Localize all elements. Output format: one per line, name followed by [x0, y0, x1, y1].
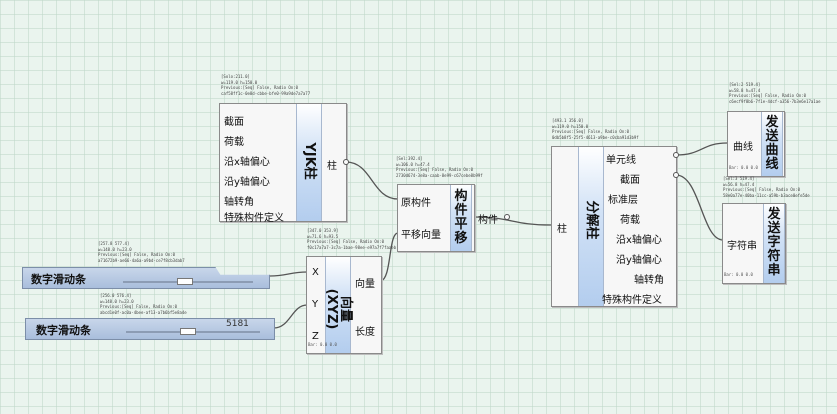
send-string-footer: Bar: 0.0 0.0: [724, 272, 753, 277]
vector-output-length[interactable]: 长度: [355, 327, 375, 338]
decompose-node-meta: [493.1 356.0] w=119.0 h=150.0 Previous:[…: [552, 118, 639, 140]
translate-title-band: 构件平移: [450, 185, 472, 251]
yjk-input-rotation[interactable]: 轴转角: [224, 197, 254, 208]
send-string-input[interactable]: 字符串: [727, 241, 757, 252]
send-curve-footer: Bar: 0.0 0.0: [729, 165, 758, 170]
slider-2-thumb[interactable]: [180, 328, 196, 335]
wire-decompose-to-sendcurve: [675, 142, 728, 156]
decompose-title: 分解柱: [584, 200, 599, 240]
slider-2-meta: [256.0 576.4] w=148.0 h=23.0 Previous:[S…: [100, 293, 187, 315]
decompose-output-load[interactable]: 荷载: [620, 215, 640, 226]
yjk-title-band: YJK柱: [296, 104, 322, 221]
send-curve-input[interactable]: 曲线: [733, 142, 753, 153]
translate-node[interactable]: 原构件 平移向量 构件平移 构件: [397, 184, 498, 252]
send-string-title-band: 发送字符串: [763, 204, 785, 283]
translate-output-member[interactable]: 构件: [478, 215, 498, 226]
vector-output-vector[interactable]: 向量: [355, 279, 375, 290]
translate-node-meta: [Sel:392.4] w=106.0 h=47.4 Previous:[Seq…: [396, 156, 483, 178]
send-string-node[interactable]: 字符串 发送字符串 Bar: 0.0 0.0: [722, 203, 786, 284]
yjk-title: YJK柱: [302, 142, 317, 180]
decompose-title-band: 分解柱: [578, 147, 604, 306]
vector-node-meta: [347.0 353.9] w=71.6 h=93.5 Previous:[Se…: [307, 228, 397, 250]
yjk-node-meta: [Solo:211.0] w=119.0 h=150.0 Previous:[S…: [221, 74, 311, 96]
vector-title: 向量 (XYZ): [324, 288, 353, 330]
vector-input-z[interactable]: Z: [312, 331, 319, 342]
vector-xyz-node[interactable]: X Y Z 向量 (XYZ) 向量 长度 Bar: 0.0 0.0: [306, 256, 382, 354]
slider-2-value: 5181: [226, 319, 249, 329]
slider-1-meta: [257.8 577.4] w=148.0 h=23.0 Previous:[S…: [98, 241, 185, 263]
number-slider-2[interactable]: 数字滑动条 5181: [25, 318, 275, 340]
yjk-input-section[interactable]: 截面: [224, 117, 244, 128]
decompose-column-node[interactable]: 柱 分解柱 单元线 截面 标准层 荷载 沿x轴偏心 沿y轴偏心 轴转角 特殊构件…: [551, 146, 677, 307]
decompose-output-floor[interactable]: 标准层: [608, 195, 638, 206]
yjk-output-column[interactable]: 柱: [327, 161, 337, 172]
decompose-output-element-line[interactable]: 单元线: [606, 155, 636, 166]
decompose-input-column[interactable]: 柱: [557, 224, 567, 235]
vector-input-y[interactable]: Y: [312, 299, 319, 310]
vector-title-band: 向量 (XYZ): [324, 257, 353, 353]
translate-input-vector[interactable]: 平移向量: [401, 230, 441, 241]
translate-output-port[interactable]: [504, 214, 510, 220]
vector-footer: Bar: 0.0 0.0: [308, 342, 337, 347]
wire-slider2-to-y: [273, 304, 308, 329]
decompose-output-section[interactable]: 截面: [620, 175, 640, 186]
decompose-output-port-1[interactable]: [673, 152, 679, 158]
slider-2-label: 数字滑动条: [36, 324, 91, 337]
wire-vector-to-translate: [379, 232, 399, 282]
yjk-input-special[interactable]: 特殊构件定义: [224, 213, 284, 224]
slider-1-thumb[interactable]: [177, 278, 193, 285]
yjk-output-port[interactable]: [343, 159, 349, 165]
wire-slider1-to-x: [269, 271, 308, 277]
decompose-output-rotation[interactable]: 轴转角: [634, 275, 664, 286]
wire-decompose-to-sendstring: [675, 174, 724, 241]
decompose-output-y-offset[interactable]: 沿y轴偏心: [616, 255, 662, 266]
yjk-input-load[interactable]: 荷载: [224, 137, 244, 148]
slider-1-label: 数字滑动条: [31, 273, 86, 286]
decompose-output-special[interactable]: 特殊构件定义: [602, 295, 662, 306]
wire-yjk-to-translate: [345, 161, 399, 200]
send-curve-meta: [Sel:2 519.4] w=58.8 h=47.4 Previous:[Se…: [729, 82, 821, 104]
translate-input-original[interactable]: 原构件: [401, 198, 431, 209]
send-curve-node[interactable]: 曲线 发送曲线 Bar: 0.0 0.0: [727, 111, 785, 177]
decompose-output-x-offset[interactable]: 沿x轴偏心: [616, 235, 662, 246]
yjk-column-node[interactable]: 截面 荷载 沿x轴偏心 沿y轴偏心 轴转角 特殊构件定义 YJK柱 柱: [219, 103, 347, 224]
send-string-meta: [Sel:3 519.4] w=56.8 h=47.4 Previous:[Se…: [723, 176, 810, 198]
send-curve-title-band: 发送曲线: [761, 112, 783, 176]
yjk-input-x-offset[interactable]: 沿x轴偏心: [224, 157, 270, 168]
decompose-output-port-2[interactable]: [673, 172, 679, 178]
send-curve-title: 发送曲线: [765, 115, 779, 172]
send-string-title: 发送字符串: [767, 207, 781, 278]
yjk-input-y-offset[interactable]: 沿y轴偏心: [224, 177, 270, 188]
translate-title: 构件平移: [454, 189, 468, 246]
wire-translate-to-decompose: [473, 216, 552, 226]
vector-input-x[interactable]: X: [312, 267, 319, 278]
